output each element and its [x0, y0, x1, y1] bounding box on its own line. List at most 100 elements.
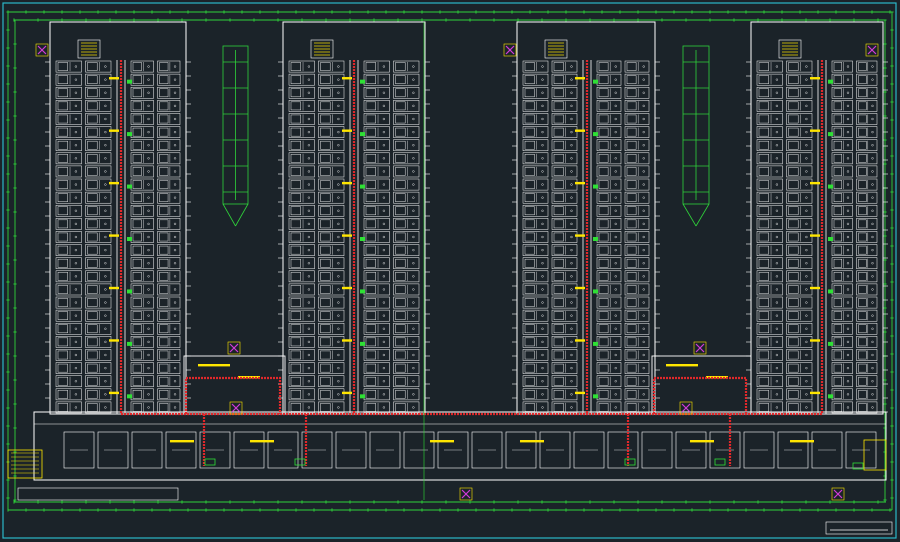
room-fixture — [382, 170, 385, 173]
room-bath — [833, 390, 843, 399]
room-unit — [786, 139, 813, 152]
corridor-label — [790, 440, 814, 443]
room-bath — [87, 114, 98, 124]
room-unit — [624, 322, 650, 335]
room-bath — [132, 350, 142, 360]
room-unit — [55, 309, 82, 322]
marker-stroke — [695, 343, 705, 353]
room-fixture — [104, 209, 107, 212]
room-fixture — [642, 353, 645, 357]
room-fixture — [805, 65, 808, 68]
room-unit — [85, 73, 112, 86]
room-fixture — [104, 301, 107, 304]
room-bath — [365, 390, 376, 399]
room-unit — [157, 152, 181, 165]
room-bath — [788, 127, 799, 137]
room-unit — [393, 126, 420, 138]
room-fixture — [871, 353, 874, 357]
corridor-room — [777, 431, 809, 469]
room-fixture — [307, 367, 310, 370]
room-fixture — [805, 367, 808, 370]
room-fixture — [871, 183, 874, 186]
room-unit — [393, 270, 420, 283]
room-tag — [109, 286, 119, 290]
room-fixture — [871, 301, 874, 304]
room-fixture — [173, 117, 177, 121]
room-unit — [318, 126, 345, 138]
room-unit — [522, 178, 549, 191]
room-fixture — [412, 117, 415, 121]
room-unit — [624, 165, 650, 178]
room-fixture — [412, 196, 415, 199]
room-fixture — [173, 196, 177, 199]
room-fixture — [570, 183, 573, 186]
room-unit — [55, 362, 82, 374]
room-fixture — [642, 157, 645, 160]
room-unit — [522, 139, 549, 152]
room-unit — [522, 152, 549, 165]
room-unit — [130, 322, 154, 335]
room-unit — [55, 283, 82, 296]
room-bath — [57, 272, 68, 281]
marker-frame — [35, 43, 49, 57]
room-fixture — [307, 353, 310, 357]
room-unit — [551, 100, 578, 112]
equipment-box — [593, 237, 598, 241]
room-unit — [85, 139, 112, 152]
room-unit — [393, 73, 420, 86]
room-fixture — [382, 406, 385, 409]
room-unit — [55, 349, 82, 361]
room-unit — [786, 270, 813, 283]
room-fixture — [104, 157, 107, 160]
room-unit — [831, 388, 853, 401]
room-fixture — [173, 104, 177, 107]
room-fixture — [871, 314, 874, 317]
room-bath — [320, 154, 331, 163]
room-fixture — [871, 393, 874, 396]
room-bath — [788, 258, 799, 268]
room-unit — [393, 336, 420, 348]
room-fixture — [412, 380, 415, 383]
room-bath — [626, 75, 637, 84]
room-fixture — [642, 367, 645, 370]
room-fixture — [570, 314, 573, 317]
room-fixture — [173, 275, 177, 278]
room-fixture — [614, 91, 617, 94]
equipment-box — [593, 341, 598, 346]
room-unit — [551, 375, 578, 388]
room-bath — [87, 219, 98, 229]
room-bath — [159, 88, 169, 98]
room-bath — [598, 193, 609, 202]
room-bath — [365, 363, 376, 373]
room-fixture — [846, 380, 850, 383]
room-unit — [596, 191, 622, 204]
room-unit — [756, 165, 783, 178]
room-fixture — [871, 157, 874, 160]
room-fixture — [775, 340, 778, 343]
room-unit — [856, 296, 878, 309]
courtyard-2 — [682, 45, 710, 227]
room-unit — [157, 178, 181, 191]
room-unit — [363, 139, 390, 152]
equipment-box — [127, 79, 132, 84]
room-unit — [363, 375, 390, 388]
room-fixture — [871, 117, 874, 121]
corridor-label — [690, 440, 714, 443]
room-bath — [57, 88, 68, 98]
room-unit — [157, 349, 181, 361]
room-fixture — [614, 104, 617, 107]
room-unit — [55, 73, 82, 86]
room-bath — [788, 114, 799, 124]
room-bath — [524, 180, 535, 189]
room-unit — [624, 60, 650, 73]
room-unit — [522, 113, 549, 125]
room-unit — [522, 388, 549, 401]
room-unit — [624, 126, 650, 138]
room-fixture — [541, 314, 544, 317]
room-unit — [318, 86, 345, 99]
room-unit — [551, 257, 578, 270]
room-unit — [522, 257, 549, 270]
room-bath — [290, 232, 301, 242]
room-bath — [858, 298, 867, 307]
room-bath — [365, 127, 376, 137]
